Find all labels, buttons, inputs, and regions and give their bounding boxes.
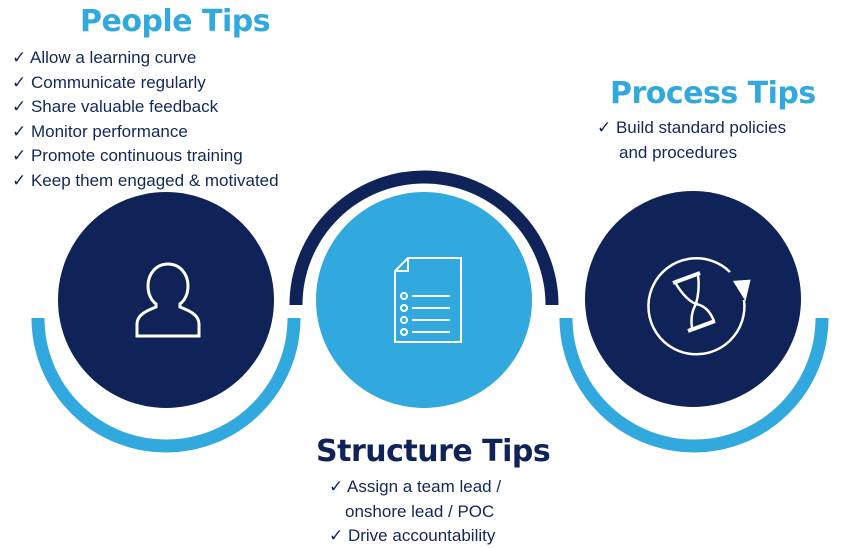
process-circle xyxy=(585,191,801,407)
list-item: ✓ Communicate regularly xyxy=(12,72,206,92)
document-checklist-icon xyxy=(394,257,462,343)
process-tips-list: ✓ Build standard policies and procedures xyxy=(597,116,786,165)
people-arc xyxy=(31,317,301,453)
list-item: ✓ Assign a team lead / xyxy=(329,477,502,496)
people-tips-list: ✓ Allow a learning curve ✓ Communicate r… xyxy=(12,46,279,193)
structure-tips-list: ✓ Assign a team lead / onshore lead / PO… xyxy=(329,475,501,548)
list-item: ✓ Share valuable feedback xyxy=(12,97,219,116)
process-tips-title: Process Tips xyxy=(610,76,816,111)
list-item: and procedures xyxy=(619,142,738,162)
process-arc xyxy=(559,317,829,453)
list-item: ✓ Build standard policies xyxy=(597,118,787,137)
list-item: ✓ Keep them engaged & motivated xyxy=(12,170,279,190)
structure-arc xyxy=(289,170,559,306)
people-circle xyxy=(58,192,274,408)
structure-circle xyxy=(316,192,532,408)
person-icon xyxy=(135,262,201,338)
list-item: ✓ Monitor performance xyxy=(12,121,188,141)
list-item: ✓ Drive accountability xyxy=(329,526,496,545)
structure-tips-title: Structure Tips xyxy=(316,434,551,469)
people-tips-title: People Tips xyxy=(80,4,271,39)
list-item: ✓ Allow a learning curve xyxy=(12,48,197,67)
hourglass-cycle-icon xyxy=(647,257,751,356)
list-item: onshore lead / POC xyxy=(345,501,495,521)
list-item: ✓ Promote continuous training xyxy=(12,146,243,165)
